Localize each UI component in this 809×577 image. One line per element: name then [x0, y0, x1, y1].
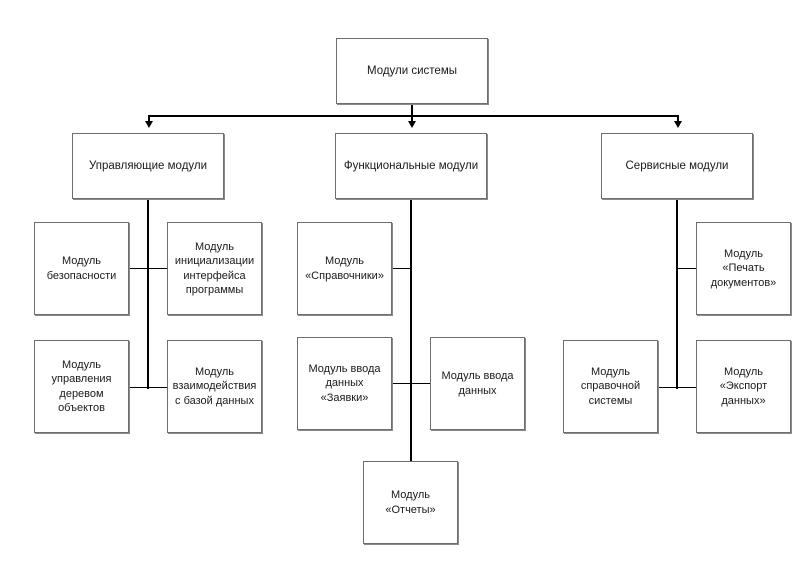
node-control-modules[interactable]: Управляющие модули [72, 133, 224, 199]
connector-service-rib-right-1 [677, 268, 696, 269]
node-object-tree-label: Модуль управления деревом объектов [51, 358, 112, 414]
node-input-requests-label: Модуль ввода данных «Заявки» [308, 363, 381, 404]
node-security[interactable]: Модуль безопасности [34, 222, 129, 315]
node-reports-label: Модуль «Отчеты» [385, 489, 436, 516]
connector-control-rib-left-1 [129, 268, 148, 269]
connector-functional-rib-left-1 [392, 268, 411, 269]
node-input-data[interactable]: Модуль ввода данных [430, 337, 525, 430]
node-object-tree[interactable]: Модуль управления деревом объектов [34, 340, 129, 433]
arrowhead-functional [408, 121, 416, 128]
connector-drop-control [148, 115, 150, 126]
connector-functional-rib-right-2 [411, 383, 430, 384]
connector-control-rib-right-1 [148, 268, 167, 269]
node-help-system[interactable]: Модуль справочной системы [563, 340, 658, 433]
node-root-label: Модули системы [366, 64, 458, 77]
node-reference-books-label: Модуль «Справочники» [305, 255, 384, 282]
node-functional-modules-label: Функциональные модули [343, 159, 479, 172]
connector-service-rib-right-2 [677, 387, 696, 388]
node-reference-books[interactable]: Модуль «Справочники» [297, 222, 392, 315]
connector-control-rib-left-2 [129, 387, 148, 388]
node-ui-init-label: Модуль инициализации интерфейса программ… [174, 240, 255, 296]
node-control-modules-label: Управляющие модули [88, 159, 208, 172]
connector-service-spine [676, 199, 678, 389]
node-input-data-label: Модуль ввода данных [441, 370, 514, 397]
connector-root-stem [411, 104, 413, 116]
node-export-data[interactable]: Модуль «Экспорт данных» [696, 340, 791, 433]
node-ui-init[interactable]: Модуль инициализации интерфейса программ… [167, 222, 262, 315]
connector-service-rib-left-2 [658, 387, 677, 388]
connector-level1-bus [148, 115, 678, 117]
node-db-interaction-label: Модуль взаимодействия с базой данных [172, 366, 257, 407]
node-input-requests[interactable]: Модуль ввода данных «Заявки» [297, 337, 392, 430]
node-print-documents[interactable]: Модуль «Печать документов» [696, 222, 791, 315]
connector-drop-functional [411, 115, 413, 126]
node-export-data-label: Модуль «Экспорт данных» [719, 366, 768, 407]
node-service-modules-label: Сервисные модули [625, 159, 729, 172]
node-root[interactable]: Модули системы [336, 38, 488, 104]
connector-control-spine [147, 199, 149, 389]
node-service-modules[interactable]: Сервисные модули [601, 133, 753, 199]
connector-functional-spine [410, 199, 412, 461]
connector-functional-rib-left-2 [392, 383, 411, 384]
connector-control-rib-right-2 [148, 387, 167, 388]
node-security-label: Модуль безопасности [46, 255, 117, 282]
node-db-interaction[interactable]: Модуль взаимодействия с базой данных [167, 340, 262, 433]
connector-drop-service [677, 115, 679, 126]
node-print-documents-label: Модуль «Печать документов» [710, 248, 777, 289]
arrowhead-service [674, 121, 682, 128]
node-help-system-label: Модуль справочной системы [580, 366, 641, 407]
arrowhead-control [145, 121, 153, 128]
node-functional-modules[interactable]: Функциональные модули [335, 133, 487, 199]
node-reports[interactable]: Модуль «Отчеты» [363, 461, 458, 544]
